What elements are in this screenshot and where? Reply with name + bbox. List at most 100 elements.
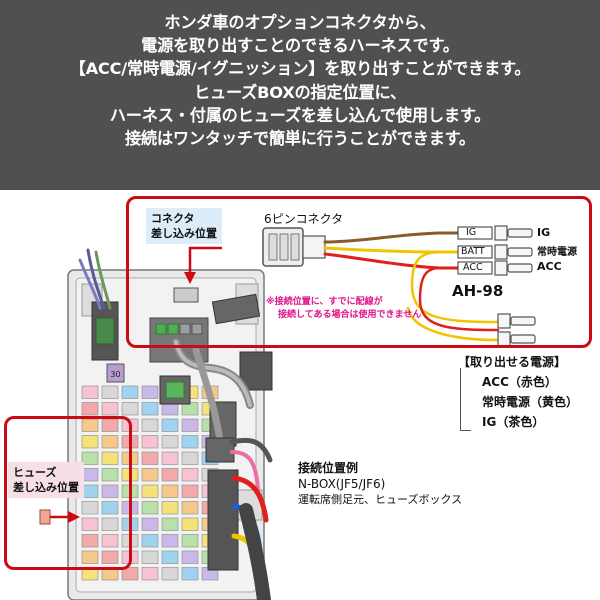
fuse-slot xyxy=(161,501,179,515)
fuse-slot xyxy=(81,385,99,399)
fuse-insertion-callout: ヒューズ 差し込み位置 xyxy=(8,462,84,498)
fuse-slot xyxy=(141,435,159,449)
terminal-label-acc: ACC xyxy=(463,262,483,273)
fuse-slot xyxy=(101,501,119,515)
fuse-slot xyxy=(141,517,159,531)
fuse-slot xyxy=(101,468,119,482)
available-power-heading: 【取り出せる電源】 xyxy=(458,355,567,369)
fuse-slot xyxy=(161,534,179,548)
fuse-slot xyxy=(141,501,159,515)
callout-line: コネクタ xyxy=(151,212,195,225)
available-power-item: IG（茶色） xyxy=(482,415,545,429)
fuse-slot xyxy=(181,534,199,548)
fuse-slot xyxy=(141,534,159,548)
available-power-item: 常時電源（黄色） xyxy=(482,395,579,409)
fuse-slot xyxy=(181,517,199,531)
fuse-slot xyxy=(161,418,179,432)
fuse-slot xyxy=(181,567,199,581)
fuse-slot xyxy=(161,567,179,581)
fuse-slot xyxy=(141,567,159,581)
fuse-number: 30 xyxy=(110,370,120,379)
terminal-label-ig: IG xyxy=(466,227,477,238)
description-line: 【ACC/常時電源/イグニッション】を取り出すことができます。 xyxy=(69,59,531,79)
fuse-slot xyxy=(161,484,179,498)
fuse-slot xyxy=(101,451,119,465)
callout-line: 差し込み位置 xyxy=(13,481,79,494)
fuse-slot xyxy=(81,402,99,416)
fuse-slot xyxy=(121,402,139,416)
fuse-slot xyxy=(81,418,99,432)
product-code: AH-98 xyxy=(452,282,504,300)
ah98-wires xyxy=(323,231,500,342)
fuse-slot xyxy=(141,385,159,399)
output-label-constant: 常時電源 xyxy=(537,247,577,258)
six-pin-connector xyxy=(262,227,326,267)
fuse-slot xyxy=(81,451,99,465)
description-line: 接続はワンタッチで簡単に行うことができます。 xyxy=(124,129,476,149)
connection-example-model: N-BOX(JF5/JF6) xyxy=(298,477,386,491)
fuse-slot xyxy=(161,517,179,531)
available-power-item: ACC（赤色） xyxy=(482,375,557,389)
output-terminals xyxy=(494,225,536,347)
fuse-slot xyxy=(101,385,119,399)
fuse-slot xyxy=(161,451,179,465)
description-line: ハーネス・付属のヒューズを差し込んで使用します。 xyxy=(109,105,491,125)
output-label-ig: IG xyxy=(537,226,551,239)
fuse-slot xyxy=(141,451,159,465)
available-power-bracket xyxy=(460,368,471,431)
fuse-slot xyxy=(81,501,99,515)
description-line: ヒューズBOXの指定位置に、 xyxy=(194,82,406,102)
fuse-slot xyxy=(141,402,159,416)
fuse-slot xyxy=(181,468,199,482)
warning-line: ※接続位置に、すでに配線が xyxy=(266,297,383,307)
fuse-slot xyxy=(141,484,159,498)
callout-line: 差し込み位置 xyxy=(151,227,217,240)
fuse-slot xyxy=(101,418,119,432)
fuse-slot xyxy=(101,517,119,531)
fuse-slot xyxy=(181,435,199,449)
fuse-slot xyxy=(161,435,179,449)
fuse-slot xyxy=(181,451,199,465)
connection-example-location: 運転席側足元、ヒューズボックス xyxy=(298,493,463,506)
inline-fuse-holders xyxy=(457,226,493,275)
fuse-slot xyxy=(121,385,139,399)
fuse-slot xyxy=(81,550,99,564)
fuse-slot xyxy=(101,534,119,548)
lower-harness xyxy=(205,437,273,600)
connection-example: 接続位置例 N-BOX(JF5/JF6) 運転席側足元、ヒューズボックス xyxy=(298,460,462,508)
six-pin-connector-label: 6ピンコネクタ xyxy=(264,212,344,226)
description-banner: ホンダ車のオプションコネクタから、 電源を取り出すことのできるハーネスです。 【… xyxy=(0,0,600,190)
wiring-diagram: 30 xyxy=(0,190,600,600)
insertion-arrow xyxy=(184,246,222,284)
fuse-30-slot: 30 xyxy=(106,363,125,383)
fuse-slot xyxy=(121,567,139,581)
existing-wires xyxy=(78,248,254,444)
fuse-slot xyxy=(101,402,119,416)
fuse-slot xyxy=(101,435,119,449)
fuse-slot xyxy=(101,550,119,564)
fuse-slot xyxy=(161,468,179,482)
fuse-slot xyxy=(101,484,119,498)
fuse-slot xyxy=(181,501,199,515)
fuse-slot xyxy=(181,484,199,498)
fuse-slot xyxy=(181,550,199,564)
fuse-slot xyxy=(81,435,99,449)
diagram-drawing: 30 xyxy=(39,225,536,600)
fuse-position-highlight xyxy=(4,416,132,570)
connection-example-title: 接続位置例 xyxy=(298,461,359,475)
fuse-slot xyxy=(141,468,159,482)
fuse-slot xyxy=(181,418,199,432)
description-line: 電源を取り出すことのできるハーネスです。 xyxy=(141,36,459,56)
available-power-list: 【取り出せる電源】 ACC（赤色） 常時電源（黄色） IG（茶色） xyxy=(458,352,578,432)
fuse-slot xyxy=(81,517,99,531)
fuse-slot xyxy=(161,550,179,564)
fuse-slot xyxy=(141,550,159,564)
connector-insertion-callout: コネクタ 差し込み位置 xyxy=(146,208,222,244)
description-lines: ホンダ車のオプションコネクタから、 電源を取り出すことのできるハーネスです。 【… xyxy=(0,0,600,150)
fuse-slot xyxy=(81,534,99,548)
output-label-acc: ACC xyxy=(537,260,562,273)
fuse-slot xyxy=(141,418,159,432)
terminal-label-batt: BATT xyxy=(461,246,485,257)
description-line: ホンダ車のオプションコネクタから、 xyxy=(164,13,436,32)
usage-warning: ※接続位置に、すでに配線が 接続してある場合は使用できません xyxy=(266,296,421,322)
